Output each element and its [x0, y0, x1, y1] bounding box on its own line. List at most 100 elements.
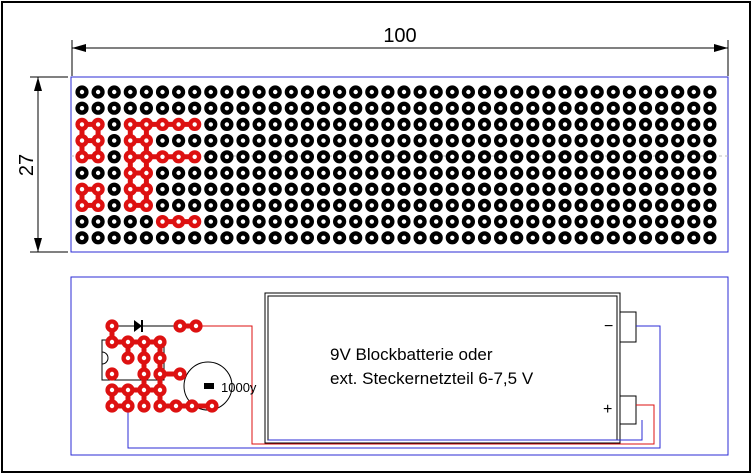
pad-hole — [176, 219, 181, 224]
pad-hole — [321, 203, 326, 208]
pad-hole — [369, 106, 374, 111]
pad-hole — [498, 187, 503, 192]
pad-hole — [144, 138, 149, 143]
pad-hole — [627, 106, 632, 111]
pad-hole — [385, 106, 391, 111]
pad-hole — [450, 154, 455, 159]
pad-hole — [434, 106, 439, 111]
pad-hole — [353, 106, 358, 111]
pad-hole — [305, 235, 310, 240]
pad-hole — [256, 235, 262, 240]
pad-hole — [659, 203, 664, 208]
pad-hole — [546, 235, 552, 240]
pad-hole — [192, 170, 197, 176]
pad-hole — [128, 235, 133, 240]
pad-hole — [160, 89, 165, 95]
pad-hole — [514, 154, 519, 159]
pad-hole — [659, 154, 664, 159]
pad-hole — [305, 187, 310, 192]
pad-hole — [224, 203, 230, 208]
pad-hole — [482, 203, 487, 208]
capacitor: 1000y — [183, 361, 257, 411]
pad-hole — [289, 235, 294, 240]
pad-hole — [385, 138, 391, 143]
pad-hole — [659, 187, 664, 192]
pad-hole — [385, 122, 391, 127]
pad-hole — [353, 187, 358, 192]
pad-hole — [482, 187, 487, 192]
pad-hole — [144, 203, 149, 208]
pad-hole — [305, 122, 310, 127]
pad-hole — [530, 138, 535, 143]
pad-hole — [160, 106, 165, 111]
pad-hole — [578, 154, 584, 159]
pad-hole — [595, 122, 600, 127]
pad-hole — [401, 170, 407, 176]
pad-hole — [643, 138, 648, 143]
pad-hole — [498, 219, 503, 224]
pad-hole — [369, 89, 374, 95]
assembly-pad-hole — [173, 403, 179, 409]
pad-hole — [112, 122, 117, 127]
diode — [112, 320, 176, 332]
pad-hole — [79, 170, 85, 176]
pad-hole — [611, 122, 616, 127]
pad-hole — [643, 235, 648, 240]
pad-hole — [208, 138, 213, 143]
pad-hole — [337, 106, 342, 111]
pad-hole — [691, 154, 696, 159]
pad-hole — [224, 219, 230, 224]
capacitor-label: 1000y — [221, 380, 257, 395]
pad-hole — [79, 106, 85, 111]
pad-hole — [79, 219, 85, 224]
pad-hole — [208, 235, 213, 240]
pad-hole — [482, 154, 487, 159]
pad-hole — [176, 122, 181, 127]
pad-hole — [128, 154, 133, 159]
pad-hole — [112, 138, 117, 143]
pad-hole — [578, 203, 584, 208]
pad-hole — [450, 138, 455, 143]
minus-label: − — [604, 318, 613, 335]
assembly-pad-hole — [125, 355, 131, 361]
pad-hole — [691, 170, 696, 176]
pad-hole — [369, 203, 374, 208]
pad-hole — [176, 187, 181, 192]
pad-hole — [273, 154, 278, 159]
pad-hole — [240, 187, 246, 192]
pad-hole — [498, 170, 503, 176]
pad-hole — [546, 154, 552, 159]
pad-hole — [160, 170, 165, 176]
pad-hole — [417, 154, 423, 159]
pad-hole — [79, 122, 85, 127]
pad-hole — [385, 203, 391, 208]
battery-text-line2: ext. Steckernetzteil 6-7,5 V — [330, 369, 534, 388]
pad-hole — [546, 89, 552, 95]
pad-hole — [530, 235, 535, 240]
pad-hole — [482, 138, 487, 143]
pad-hole — [417, 89, 423, 95]
pad-hole — [514, 203, 519, 208]
pad-hole — [144, 170, 149, 176]
pad-hole — [450, 122, 455, 127]
pad-hole — [385, 187, 391, 192]
pad-hole — [256, 106, 262, 111]
pad-hole — [144, 122, 149, 127]
pad-hole — [192, 122, 197, 127]
assembly-pad-hole — [109, 339, 115, 345]
pad-hole — [144, 187, 149, 192]
pad-hole — [176, 106, 181, 111]
pad-hole — [611, 203, 616, 208]
pad-hole — [611, 170, 616, 176]
pad-hole — [369, 138, 374, 143]
pad-hole — [417, 170, 423, 176]
pad-hole — [208, 170, 213, 176]
pad-hole — [562, 219, 568, 224]
battery-body — [264, 292, 621, 444]
pad-hole — [144, 154, 149, 159]
pad-hole — [450, 187, 455, 192]
pad-hole — [256, 203, 262, 208]
pad-hole — [546, 122, 552, 127]
pad-hole — [305, 219, 310, 224]
pad-hole — [176, 170, 181, 176]
